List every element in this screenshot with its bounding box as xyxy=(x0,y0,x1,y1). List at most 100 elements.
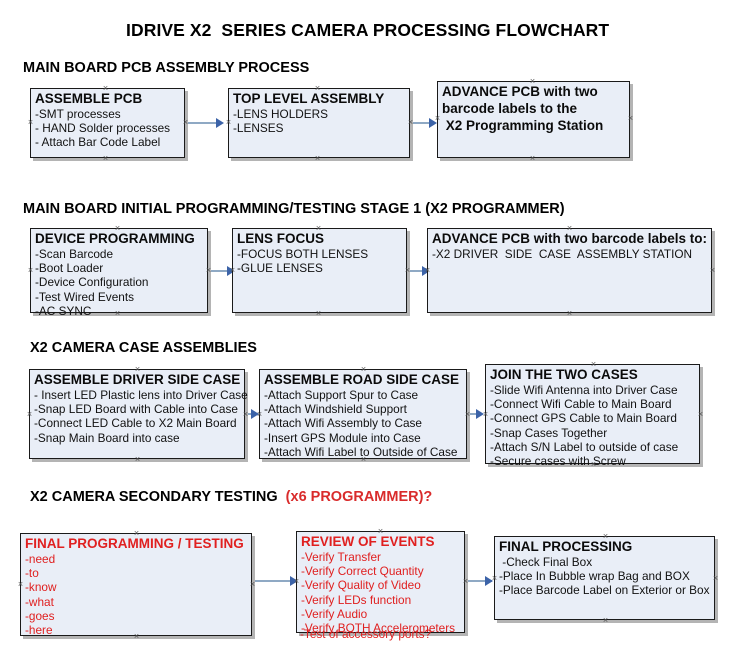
handle-left-icon[interactable] xyxy=(256,411,263,418)
node-lens-focus[interactable]: LENS FOCUS -FOCUS BOTH LENSES -GLUE LENS… xyxy=(232,228,407,313)
node-line: -Attach Wifi Assembly to Case xyxy=(264,416,422,431)
node-body: -Slide Wifi Antenna into Driver Case -Co… xyxy=(486,382,699,468)
node-title: LENS FOCUS xyxy=(237,231,325,246)
handle-bottom-icon[interactable] xyxy=(114,310,121,317)
node-line: -Attach Windshield Support xyxy=(264,402,407,417)
node-join-the-two-cases[interactable]: JOIN THE TWO CASES -Slide Wifi Antenna i… xyxy=(482,361,700,468)
node-line: -Attach Support Spur to Case xyxy=(264,388,419,402)
handle-top-icon[interactable] xyxy=(315,225,322,232)
handle-left-icon[interactable] xyxy=(27,119,34,126)
handle-bottom-icon[interactable] xyxy=(602,617,609,624)
handle-left-icon[interactable] xyxy=(424,267,431,274)
node-line: -Verify Transfer xyxy=(301,550,381,564)
node-line: -X2 DRIVER SIDE CASE ASSEMBLY STATION xyxy=(432,247,693,261)
connector-2b xyxy=(410,270,428,272)
node-line: -LENS HOLDERS xyxy=(233,107,329,121)
node-assemble-road-side-case[interactable]: ASSEMBLE ROAD SIDE CASE -Attach Support … xyxy=(259,369,467,459)
node-final-programming-testing[interactable]: FINAL PROGRAMMING / TESTING -need -to -k… xyxy=(17,530,252,637)
node-body: -FOCUS BOTH LENSES -GLUE LENSES xyxy=(233,246,406,275)
handle-top-icon[interactable] xyxy=(102,85,109,92)
node-body: -Scan Barcode -Boot Loader -Device Confi… xyxy=(31,246,207,318)
handle-left-icon[interactable] xyxy=(27,267,34,274)
node-line: -Slide Wifi Antenna into Driver Case xyxy=(490,383,678,397)
handle-right-icon[interactable] xyxy=(627,115,634,122)
node-line: -FOCUS BOTH LENSES xyxy=(237,247,369,261)
handle-top-icon[interactable] xyxy=(114,225,121,232)
node-line: -Place Barcode Label on Exterior or Box xyxy=(499,583,710,598)
handle-right-icon[interactable] xyxy=(709,267,716,274)
node-review-of-events-overflow-line: -Test of accessory ports? xyxy=(300,627,432,641)
handle-left-icon[interactable] xyxy=(17,581,24,588)
node-line: -Connect GPS Cable to Main Board xyxy=(490,411,677,426)
handle-right-icon[interactable] xyxy=(249,581,256,588)
handle-left-icon[interactable] xyxy=(225,119,232,126)
handle-bottom-icon[interactable] xyxy=(134,456,141,463)
page-title: IDRIVE X2 SERIES CAMERA PROCESSING FLOWC… xyxy=(126,20,610,40)
handle-top-icon[interactable] xyxy=(314,85,321,92)
section-heading-2: MAIN BOARD INITIAL PROGRAMMING/TESTING S… xyxy=(23,201,565,217)
connector-4a xyxy=(255,580,297,582)
handle-top-icon[interactable] xyxy=(602,533,609,540)
node-advance-pcb-driver-side[interactable]: ADVANCE PCB with two barcode labels to: … xyxy=(427,228,712,313)
node-line: -AC SYNC xyxy=(35,303,92,318)
node-advance-pcb-programming-station[interactable]: ADVANCE PCB with two barcode labels to t… xyxy=(437,81,630,158)
node-assemble-driver-side-case[interactable]: ASSEMBLE DRIVER SIDE CASE - Insert LED P… xyxy=(26,366,248,459)
handle-bottom-icon[interactable] xyxy=(566,310,573,317)
node-top-level-assembly[interactable]: TOP LEVEL ASSEMBLY -LENS HOLDERS -LENSES xyxy=(228,88,410,158)
connector-1b-arrow-icon xyxy=(429,118,437,128)
handle-right-icon[interactable] xyxy=(697,411,704,418)
node-line: -Secure cases with Screw xyxy=(490,454,626,469)
handle-bottom-icon[interactable] xyxy=(314,155,321,162)
node-title: ASSEMBLE PCB xyxy=(35,91,143,106)
handle-top-icon[interactable] xyxy=(566,225,573,232)
node-line: -to xyxy=(25,566,39,581)
section-heading-4-text: X2 CAMERA SECONDARY TESTING xyxy=(30,489,286,505)
node-line: - HAND Solder processes xyxy=(35,121,171,136)
section-heading-4-accent: (x6 PROGRAMMER)? xyxy=(285,489,433,505)
node-line: -Place In Bubble wrap Bag and BOX xyxy=(499,569,690,584)
handle-top-icon[interactable] xyxy=(133,530,140,537)
node-line: -Boot Loader xyxy=(35,261,104,276)
node-title: JOIN THE TWO CASES xyxy=(490,367,638,382)
node-line: -Test Wired Events xyxy=(35,289,134,304)
node-body: - Insert LED Plastic lens into Driver Ca… xyxy=(30,387,248,445)
handle-left-icon[interactable] xyxy=(434,115,441,122)
handle-bottom-icon[interactable] xyxy=(590,461,597,468)
node-title: REVIEW OF EVENTS xyxy=(301,534,435,549)
node-line: -Verify Correct Quantity xyxy=(301,564,424,579)
section-heading-3: X2 CAMERA CASE ASSEMBLIES xyxy=(30,340,257,356)
handle-top-icon[interactable] xyxy=(377,528,384,535)
node-line: -Verify Audio xyxy=(301,606,368,621)
node-body: -Verify Transfer -Verify Correct Quantit… xyxy=(297,549,464,635)
handle-right-icon[interactable] xyxy=(712,575,719,582)
node-title-line3: X2 Programming Station xyxy=(442,118,604,133)
handle-bottom-icon[interactable] xyxy=(360,456,367,463)
handle-bottom-icon[interactable] xyxy=(529,155,536,162)
handle-bottom-icon[interactable] xyxy=(133,633,140,640)
handle-left-icon[interactable] xyxy=(293,578,300,585)
node-title: ASSEMBLE DRIVER SIDE CASE xyxy=(34,372,241,387)
node-line: -Device Configuration xyxy=(35,275,149,290)
handle-top-icon[interactable] xyxy=(134,366,141,373)
handle-bottom-icon[interactable] xyxy=(315,310,322,317)
node-line: -Connect LED Cable to X2 Main Board xyxy=(34,416,237,431)
handle-top-icon[interactable] xyxy=(529,78,536,85)
handle-left-icon[interactable] xyxy=(491,575,498,582)
node-device-programming[interactable]: DEVICE PROGRAMMING -Scan Barcode -Boot L… xyxy=(27,225,208,318)
handle-top-icon[interactable] xyxy=(590,361,597,368)
node-body: -LENS HOLDERS -LENSES xyxy=(229,106,409,135)
node-assemble-pcb[interactable]: ASSEMBLE PCB -SMT processes - HAND Solde… xyxy=(30,88,185,158)
section-heading-4: X2 CAMERA SECONDARY TESTING (x6 PROGRAMM… xyxy=(30,489,432,505)
section-heading-1: MAIN BOARD PCB ASSEMBLY PROCESS xyxy=(23,60,310,76)
node-line: -SMT processes xyxy=(35,107,121,121)
node-title: ADVANCE PCB with two xyxy=(442,84,598,99)
node-review-of-events[interactable]: REVIEW OF EVENTS -Verify Transfer -Verif… xyxy=(293,528,465,635)
node-final-processing[interactable]: FINAL PROCESSING -Check Final Box -Place… xyxy=(494,536,715,620)
handle-left-icon[interactable] xyxy=(229,267,236,274)
handle-bottom-icon[interactable] xyxy=(102,155,109,162)
handle-left-icon[interactable] xyxy=(482,411,489,418)
handle-top-icon[interactable] xyxy=(360,366,367,373)
handle-left-icon[interactable] xyxy=(26,411,33,418)
node-line: -GLUE LENSES xyxy=(237,261,323,276)
node-title: TOP LEVEL ASSEMBLY xyxy=(233,91,385,106)
